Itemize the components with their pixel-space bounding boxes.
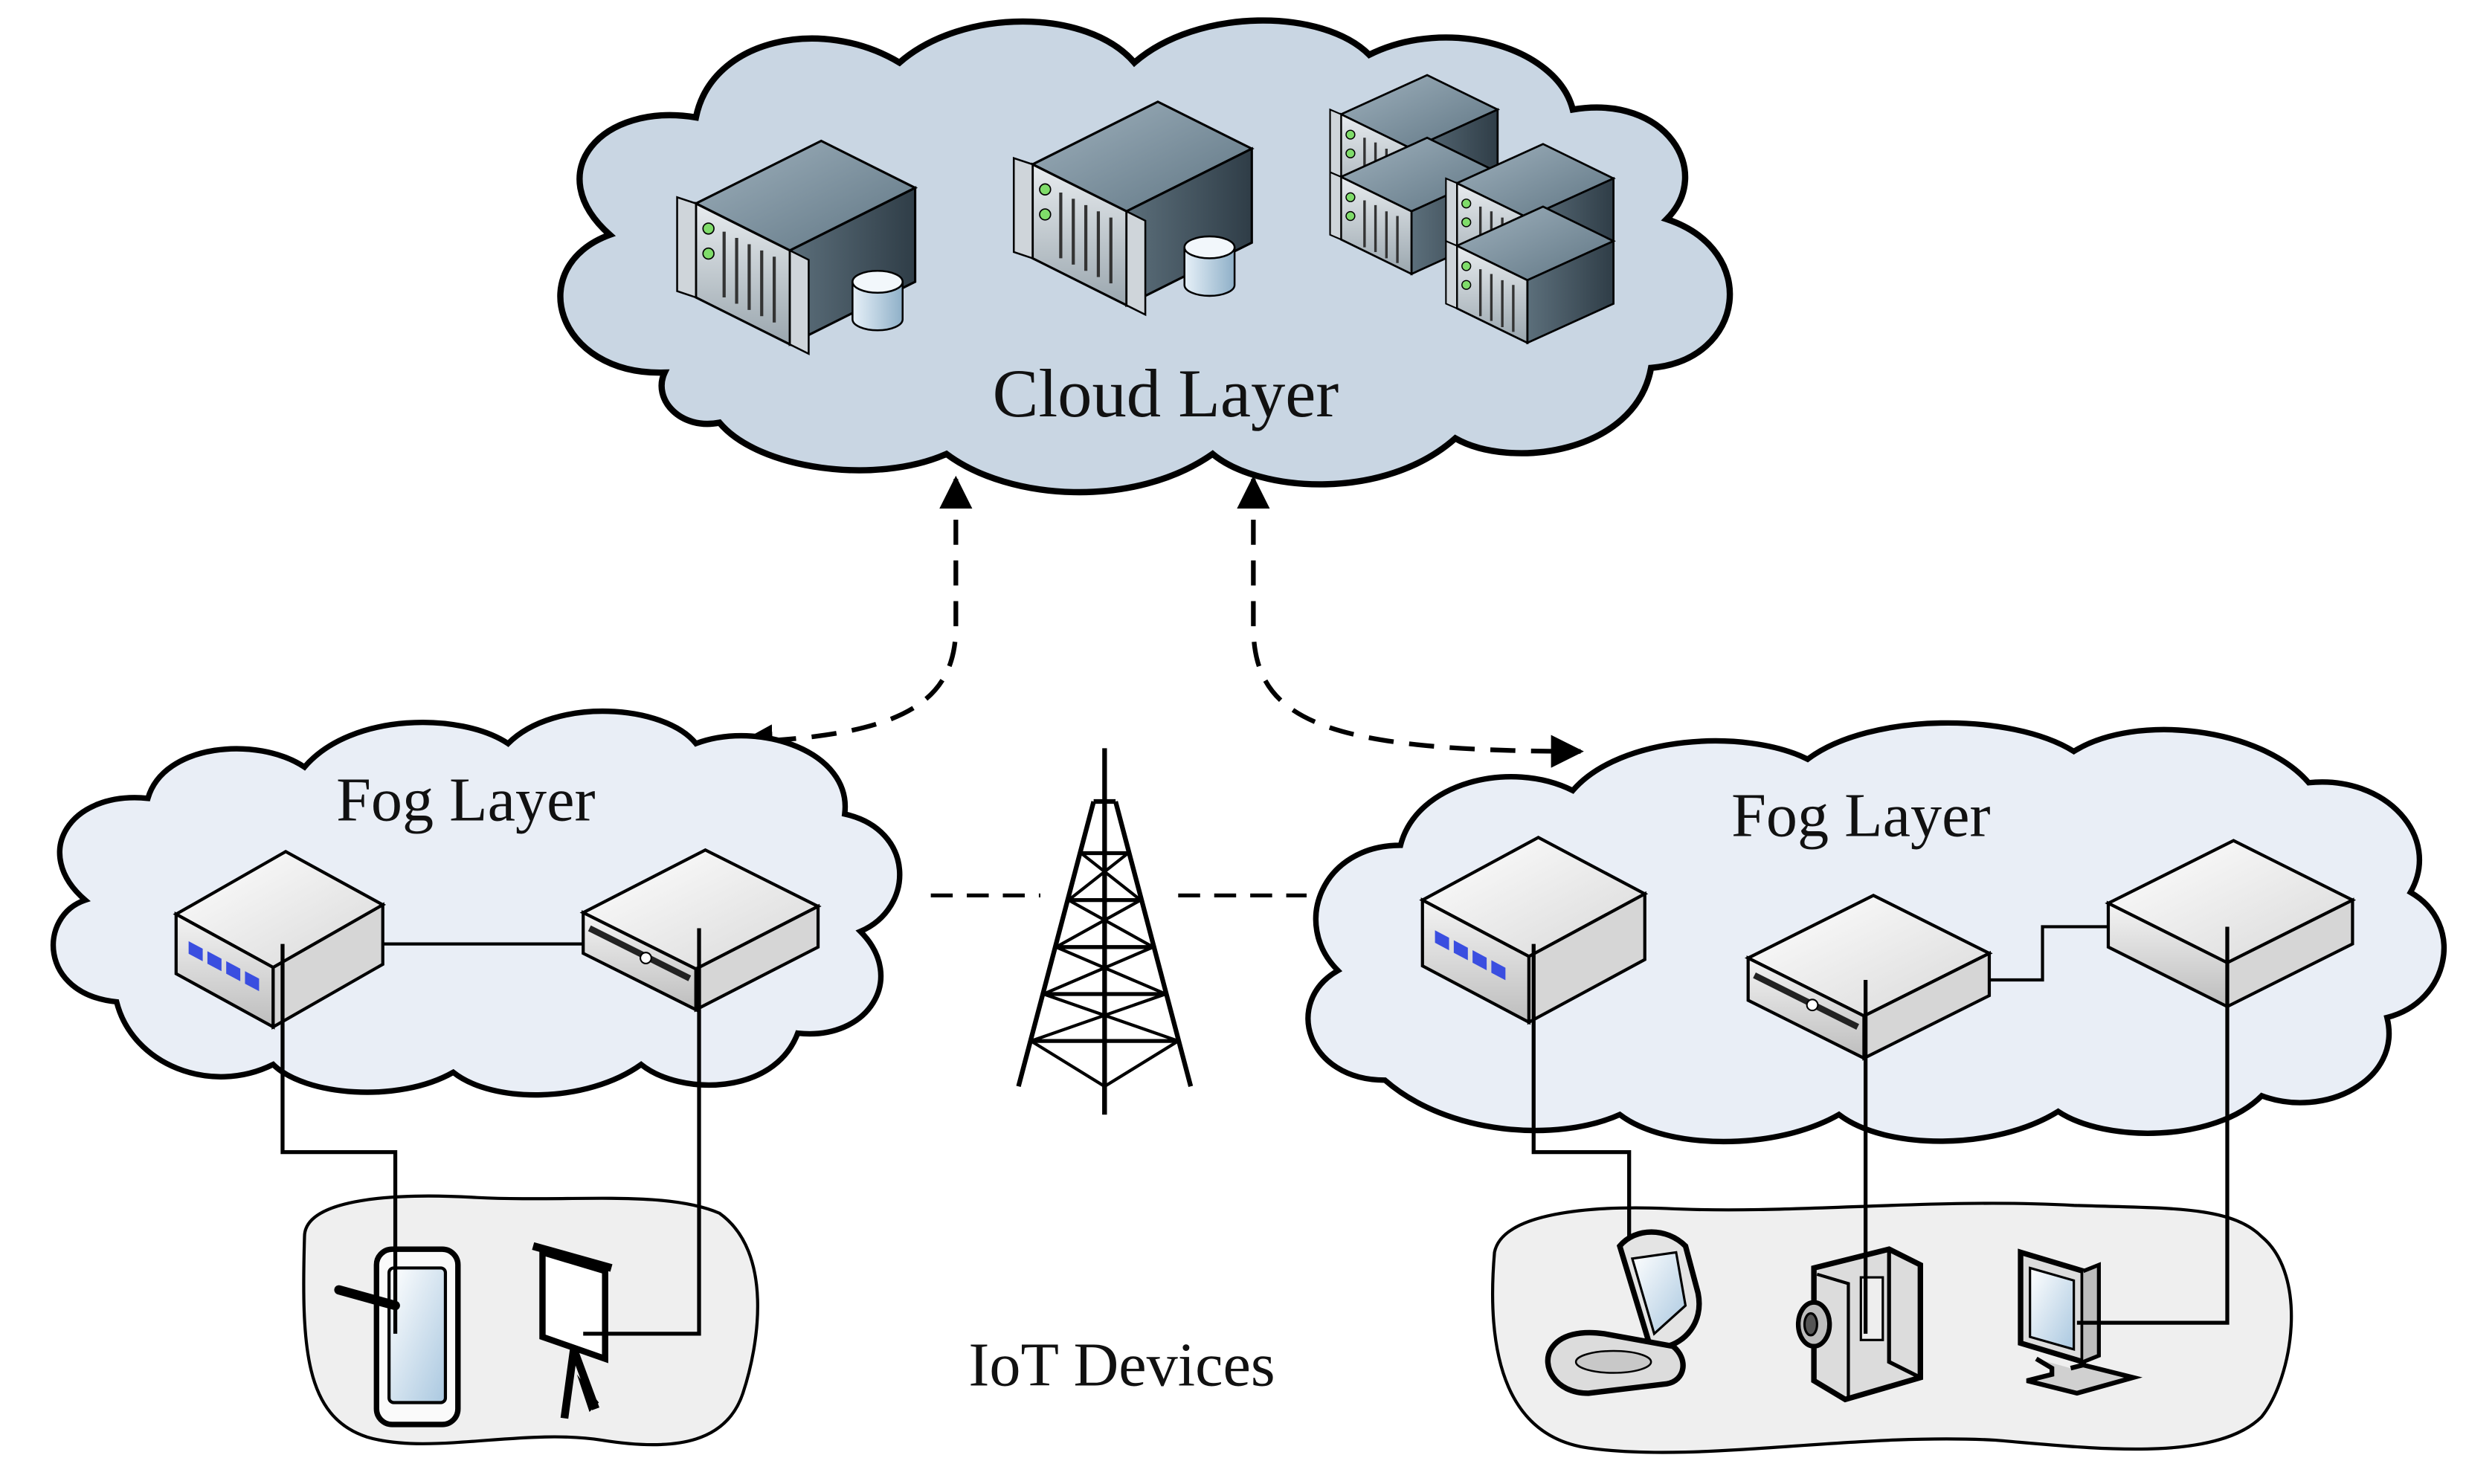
- video-camera-icon: [1795, 1246, 1923, 1403]
- fog-layer-right: Fog Layer: [1305, 720, 2447, 1145]
- fog-to-device-link: [2076, 926, 2230, 1325]
- fog-layer-left-label: Fog Layer: [336, 765, 595, 834]
- iot-blob: [302, 1194, 759, 1447]
- fog-router-icon: [173, 849, 387, 1030]
- fog-to-device-link: [1531, 943, 1632, 1237]
- cloud-to-left-fog-arrow: [739, 475, 973, 758]
- iot-devices-label: IoT Devices: [968, 1330, 1275, 1399]
- fog-switch-icon: [1744, 893, 1993, 1061]
- fog-to-device-link: [280, 943, 398, 1334]
- fog-layer-left: Fog Layer: [51, 708, 903, 1098]
- database-icon: [851, 269, 904, 332]
- cell-tower-icon: [1016, 748, 1194, 1115]
- flip-phone-icon: [1545, 1229, 1702, 1396]
- iot-group-left: [280, 928, 759, 1447]
- cloud-layer-label: Cloud Layer: [993, 355, 1339, 432]
- fog-box-icon: [2105, 839, 2357, 1010]
- fog-node-link: [1989, 925, 2108, 982]
- cloud-to-right-fog-arrow: [1237, 475, 1584, 768]
- monitor-icon: [2018, 1248, 2143, 1396]
- fog-layer-right-label: Fog Layer: [1731, 781, 1990, 850]
- fog-switch-icon: [579, 848, 822, 1013]
- fog-to-device-link: [583, 928, 701, 1336]
- cloud-fog-links: [739, 475, 1584, 897]
- fog-router-icon: [1419, 836, 1649, 1025]
- cloud-layer: Cloud Layer: [557, 17, 1733, 496]
- database-icon: [1183, 235, 1236, 297]
- iot-group-right: [1491, 926, 2293, 1454]
